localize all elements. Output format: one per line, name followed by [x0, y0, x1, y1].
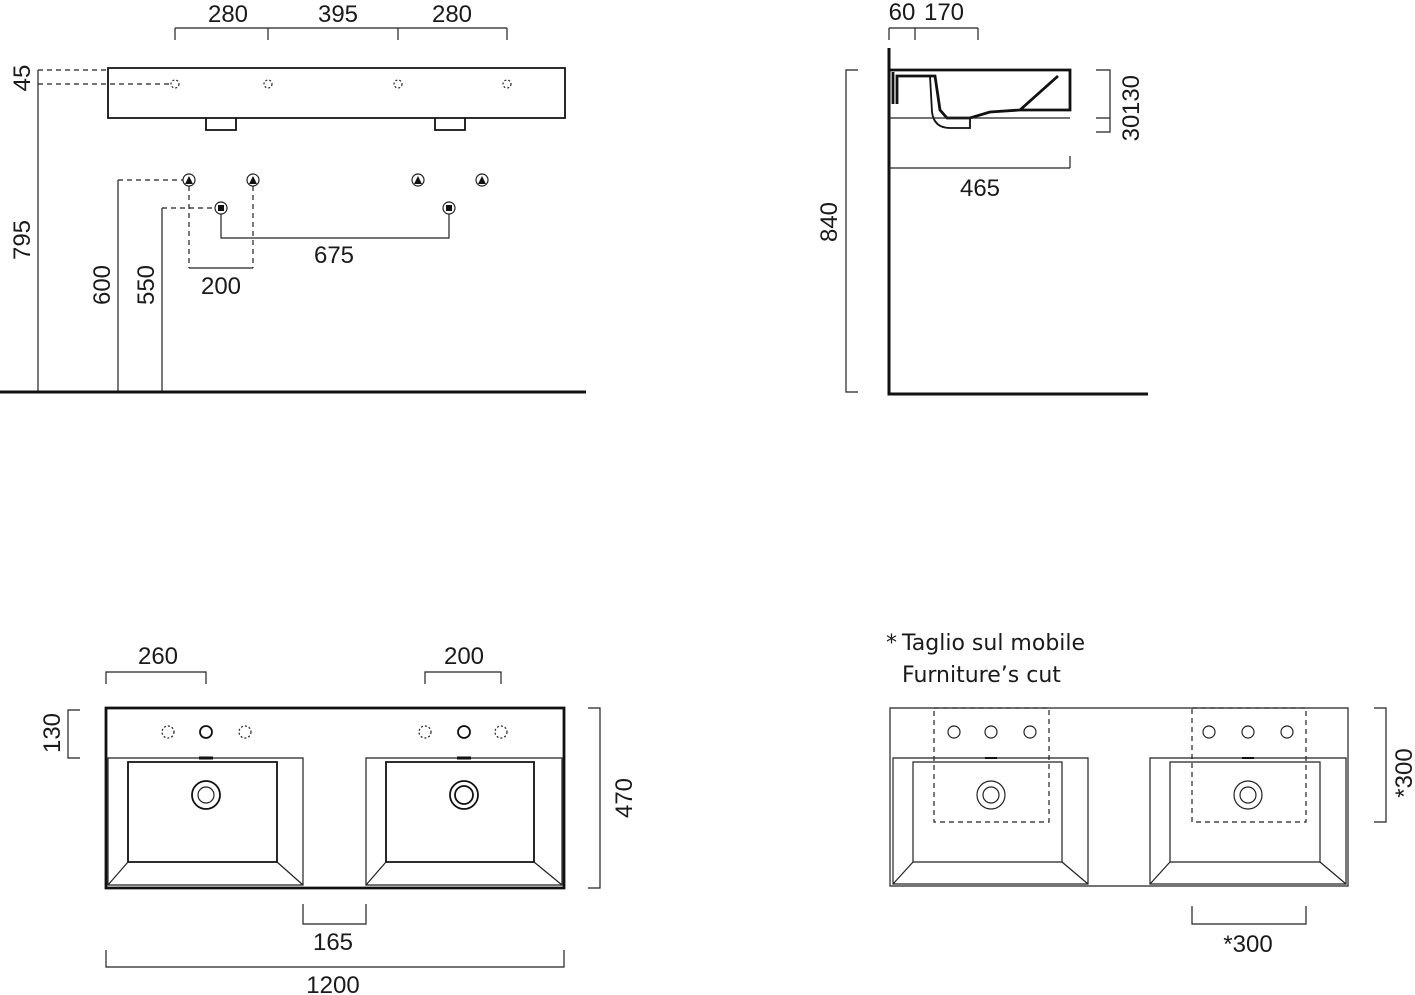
dim-200-plan: 200	[444, 643, 484, 670]
dim-130-plan-line	[67, 709, 80, 759]
side-basin-section	[889, 68, 1072, 120]
side-right-dim-line	[1096, 69, 1111, 133]
left-bowl-corners	[107, 861, 304, 886]
note-furniture-cut: Furniture’s cut	[902, 663, 1061, 688]
dim-470: 470	[611, 778, 638, 818]
dim-cut-width: *300	[1223, 931, 1272, 958]
dim-200-plan-line	[424, 671, 502, 684]
right-bowl-outer	[365, 757, 563, 886]
plan-view: 260 200 130 470 165 1200	[39, 643, 638, 995]
drain-stub	[205, 118, 237, 131]
front-basin-outline	[107, 67, 566, 119]
dim-840-line	[845, 69, 858, 393]
dim-395: 395	[318, 1, 358, 28]
note-asterisk: *	[886, 631, 897, 656]
cut-right-bowl-outer	[1149, 757, 1347, 885]
dim-795: 795	[9, 220, 36, 260]
cut-tap-hole	[1241, 725, 1255, 739]
dim-840: 840	[816, 202, 843, 242]
supply-point-icon	[411, 173, 425, 187]
dim-550: 550	[133, 265, 160, 305]
tap-hole	[161, 725, 175, 739]
dim-675-line	[220, 214, 450, 239]
dim-675: 675	[314, 242, 354, 269]
tap-hole-marker	[263, 79, 273, 89]
dim-cut-height-line	[1374, 707, 1387, 823]
cut-tap-hole	[1023, 725, 1037, 739]
cut-right-bowl-corners	[1149, 861, 1347, 885]
side-view: 60 170 130 30 465 840	[816, 0, 1148, 396]
supply-point-icon	[475, 173, 489, 187]
dim-30-side: 30	[1118, 115, 1145, 142]
cut-rect-right	[1191, 707, 1307, 823]
note-taglio: Taglio sul mobile	[901, 631, 1085, 656]
drain-stub	[434, 118, 466, 131]
cut-left-drain-icon	[976, 780, 1006, 810]
tap-hole-marker	[502, 79, 512, 89]
dim-280-right: 280	[432, 1, 472, 28]
front-view: 280 395 280 45 795	[0, 1, 586, 394]
dim-170: 170	[924, 0, 964, 26]
right-bowl-corners	[365, 861, 563, 886]
dim-cut-width-line	[1191, 906, 1307, 925]
drain-point-icon	[214, 201, 228, 215]
dim-1200-line	[105, 950, 565, 968]
supply-point-icon	[246, 173, 260, 187]
cut-tap-hole	[984, 725, 998, 739]
dim-60: 60	[889, 0, 916, 26]
dim-470-line	[588, 707, 601, 889]
tap-hole	[494, 725, 508, 739]
dim-260-line	[105, 671, 207, 684]
side-wall-line	[887, 48, 1148, 396]
cut-left-bowl-outer	[892, 757, 1089, 885]
tap-hole-marker	[393, 79, 403, 89]
dim-1200: 1200	[306, 972, 359, 995]
dim-130-plan: 130	[39, 713, 66, 753]
cut-right-drain-icon	[1233, 780, 1263, 810]
tap-hole	[199, 725, 213, 739]
dim-cut-height: *300	[1391, 748, 1415, 797]
drain-point-icon	[442, 201, 456, 215]
dim-200-lines	[188, 186, 254, 268]
dim-465-line	[889, 156, 1071, 169]
top-dimension-line	[174, 27, 508, 40]
tap-hole	[418, 725, 432, 739]
dim-600: 600	[89, 265, 116, 305]
right-bowl-inner	[385, 761, 535, 863]
tap-hole	[457, 725, 471, 739]
plan-outline	[104, 706, 566, 890]
cut-rect-left	[933, 707, 1050, 823]
dim-165-line	[302, 904, 367, 925]
dim-260: 260	[138, 643, 178, 670]
dim-165: 165	[313, 929, 353, 956]
cut-left-bowl-inner	[912, 761, 1063, 863]
dim-200: 200	[201, 273, 241, 300]
dim-130-side: 130	[1118, 75, 1145, 115]
tap-hole	[238, 725, 252, 739]
side-top-dim-line	[888, 27, 979, 40]
left-drain-icon	[191, 780, 221, 810]
cut-view: * Taglio sul mobile Furniture’s cut	[886, 631, 1415, 958]
supply-point-icon	[182, 173, 196, 187]
left-bowl-inner	[127, 761, 278, 863]
cut-tap-hole	[947, 725, 961, 739]
dim-280-left: 280	[208, 1, 248, 28]
dim-45: 45	[9, 65, 36, 92]
dim-45-lines	[38, 69, 170, 85]
left-bowl-outer	[107, 757, 304, 886]
tap-hole-marker	[170, 79, 180, 89]
cut-tap-hole	[1280, 725, 1294, 739]
side-trap	[929, 75, 971, 129]
right-drain-icon	[449, 780, 479, 810]
cut-left-bowl-corners	[892, 861, 1089, 885]
dim-465: 465	[960, 175, 1000, 202]
cut-tap-hole	[1202, 725, 1216, 739]
